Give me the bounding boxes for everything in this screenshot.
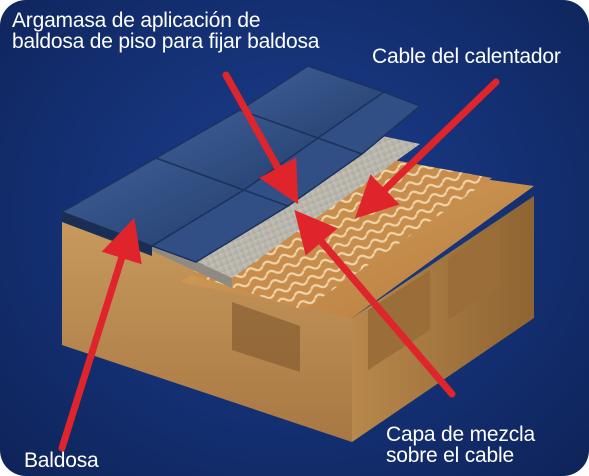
label-mix-layer: Capa de mezcla sobre el cable: [386, 424, 535, 466]
arrow-heater-cable: [354, 78, 500, 219]
label-tile: Baldosa: [24, 449, 99, 472]
arrow-tile: [58, 217, 142, 452]
arrow-mortar: [222, 71, 299, 205]
support-leg: [232, 302, 300, 372]
label-mix-layer-line2: sobre el cable: [386, 444, 514, 467]
support-leg: [368, 270, 430, 370]
callout-arrows: [58, 71, 500, 452]
arrow-mix-layer: [294, 210, 456, 398]
support-leg: [448, 224, 500, 320]
label-heater-cable: Cable del calentador: [372, 45, 561, 68]
heater-cable-layer: [190, 156, 492, 310]
front-beam-face: [62, 218, 352, 442]
label-mortar: Argamasa de aplicación de baldosa de pis…: [12, 10, 319, 52]
label-mix-layer-line1: Capa de mezcla: [386, 423, 535, 446]
label-mortar-line2: baldosa de piso para fijar baldosa: [12, 30, 320, 53]
label-mortar-line1: Argamasa de aplicación de: [12, 9, 261, 32]
